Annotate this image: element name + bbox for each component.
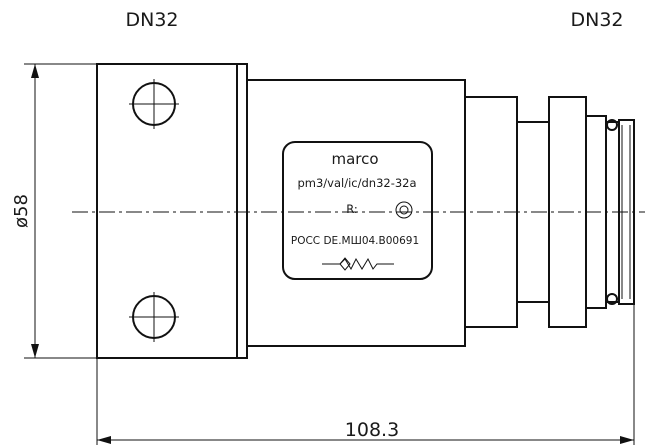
diameter-dimension: ø58 xyxy=(11,63,97,359)
right-port-label: DN32 xyxy=(570,9,623,31)
flange-body xyxy=(96,63,248,359)
plate-brand: marco xyxy=(331,150,378,168)
svg-text:РСТ: РСТ xyxy=(400,220,408,225)
plate-r-label: R: xyxy=(346,202,358,216)
spring-symbol-icon xyxy=(322,257,394,271)
plate-cert-number: РОСС DE.МШ04.В00691 xyxy=(291,235,419,247)
length-dimension: 108.3 xyxy=(96,304,635,445)
left-port-label: DN32 xyxy=(125,9,178,31)
length-label: 108.3 xyxy=(345,419,399,441)
mounting-hole-bottom xyxy=(129,292,179,342)
diameter-label: ø58 xyxy=(11,194,32,228)
cert-mark-icon: РСТ xyxy=(395,201,413,225)
plate-model: pm3/val/ic/dn32-32a xyxy=(297,176,416,190)
mounting-hole-top xyxy=(129,79,179,129)
nameplate: marco pm3/val/ic/dn32-32a R: РСТ РОСС DE… xyxy=(282,141,433,280)
